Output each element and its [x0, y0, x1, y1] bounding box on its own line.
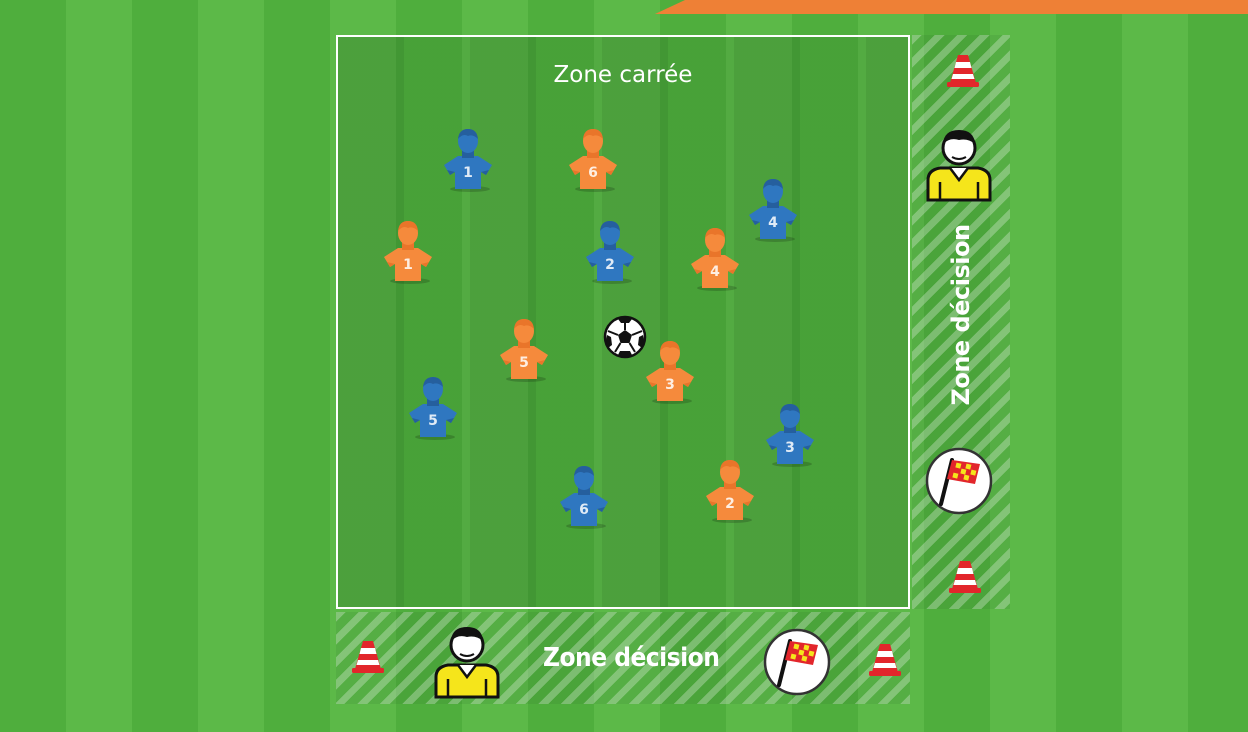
- player-number: 6: [564, 165, 622, 181]
- player-number: 5: [495, 355, 553, 371]
- player-number: 4: [744, 215, 802, 231]
- orange-player-6: 6: [564, 126, 622, 192]
- player-number: 3: [761, 440, 819, 456]
- player-number: 3: [641, 377, 699, 393]
- orange-player-5: 5: [495, 316, 553, 382]
- player-number: 2: [701, 496, 759, 512]
- soccer-ball-icon: [603, 315, 647, 359]
- blue-player-6: 6: [555, 463, 613, 529]
- orange-player-2: 2: [701, 457, 759, 523]
- blue-player-1: 1: [439, 126, 497, 192]
- player-number: 2: [581, 257, 639, 273]
- blue-player-2: 2: [581, 218, 639, 284]
- cone-icon: [868, 641, 902, 677]
- decision-zone-bottom-label: Zone décision: [543, 643, 719, 673]
- referee-icon: [922, 122, 996, 202]
- linesman-flag-icon: [762, 627, 832, 697]
- blue-player-4: 4: [744, 176, 802, 242]
- blue-player-5: 5: [404, 374, 462, 440]
- player-number: 1: [379, 257, 437, 273]
- player-number: 4: [686, 264, 744, 280]
- blue-player-3: 3: [761, 401, 819, 467]
- orange-player-4: 4: [686, 225, 744, 291]
- referee-icon: [430, 619, 504, 699]
- player-number: 1: [439, 165, 497, 181]
- orange-player-3: 3: [641, 338, 699, 404]
- player-number: 6: [555, 502, 613, 518]
- linesman-flag-icon: [924, 446, 994, 516]
- cone-icon: [948, 558, 982, 594]
- orange-player-1: 1: [379, 218, 437, 284]
- decision-zone-right-label: Zone décision: [947, 224, 975, 405]
- orange-banner: [655, 0, 1248, 14]
- player-number: 5: [404, 413, 462, 429]
- square-zone-label: Zone carrée: [338, 62, 908, 88]
- cone-icon: [946, 52, 980, 88]
- cone-icon: [351, 638, 385, 674]
